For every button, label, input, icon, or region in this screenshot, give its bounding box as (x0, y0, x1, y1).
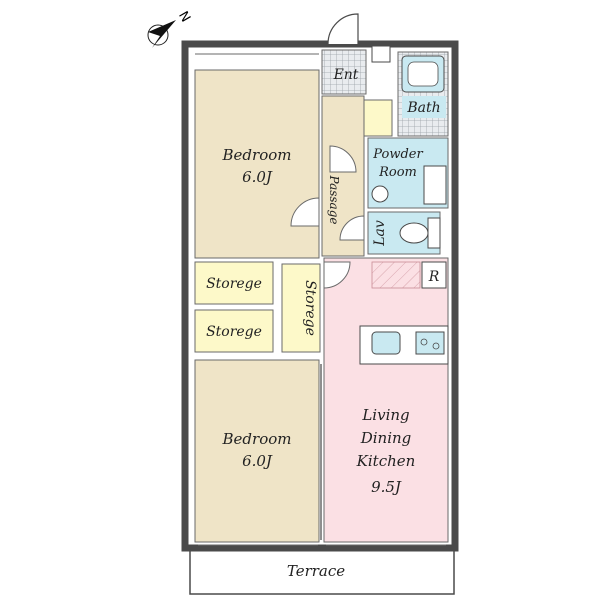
storage-2-label: Storege (206, 324, 262, 340)
powder-room-line2: Room (378, 165, 417, 180)
ldk-size: 9.5J (371, 478, 402, 496)
ldk-line1: Living (361, 406, 409, 424)
storage-3-area (281, 263, 321, 353)
north-arrow-icon (148, 20, 176, 48)
bath-label: Bath (406, 100, 440, 116)
bedroom-bottom-size: 6.0J (242, 452, 273, 470)
storage-3-label: Storege (302, 280, 318, 336)
stove-icon (415, 331, 445, 355)
washing-machine-icon (423, 165, 447, 205)
bedroom-top-area (194, 69, 320, 259)
compass-north-label: N (175, 9, 193, 25)
lavatory-door-swing (339, 215, 365, 241)
toilet-bowl-icon (399, 222, 429, 244)
burner-left-icon (420, 338, 428, 346)
bedroom-bottom-area (194, 359, 320, 543)
passage-door-swing (329, 145, 357, 173)
terrace-label: Terrace (287, 562, 345, 580)
storage-1-area (194, 261, 274, 305)
bedroom-top-door-swing (290, 197, 320, 227)
bedroom-top-name: Bedroom (222, 146, 292, 164)
refrigerator-label: R (428, 269, 440, 285)
washbasin-icon (371, 185, 389, 203)
entrance-door-swing (327, 13, 359, 45)
passage-label: Passage (327, 175, 341, 225)
sink-icon (371, 331, 401, 355)
burner-right-icon (432, 342, 440, 350)
bedroom-bottom-name: Bedroom (222, 430, 292, 448)
entrance-label: Ent (333, 67, 359, 83)
shoe-cabinet (363, 99, 393, 137)
refrigerator-box (421, 261, 447, 289)
entrance-area (321, 49, 367, 95)
compass-ring (147, 24, 169, 46)
terrace-area (189, 547, 455, 595)
storage-2-area (194, 309, 274, 353)
powder-room-line1: Powder (372, 147, 423, 162)
storage-1-label: Storege (206, 276, 262, 292)
lavatory-label: Lav (372, 220, 388, 247)
toilet-tank-icon (427, 217, 441, 249)
ldk-line2: Dining (360, 429, 412, 447)
bath-label-bg (402, 96, 446, 118)
refrigerator-space (371, 261, 421, 289)
bathtub-inner (407, 61, 439, 87)
meter-box (371, 45, 391, 63)
bedroom-top-size: 6.0J (242, 168, 273, 186)
ldk-area (323, 257, 449, 543)
ldk-door-swing (323, 261, 351, 289)
ldk-line3: Kitchen (356, 452, 416, 470)
